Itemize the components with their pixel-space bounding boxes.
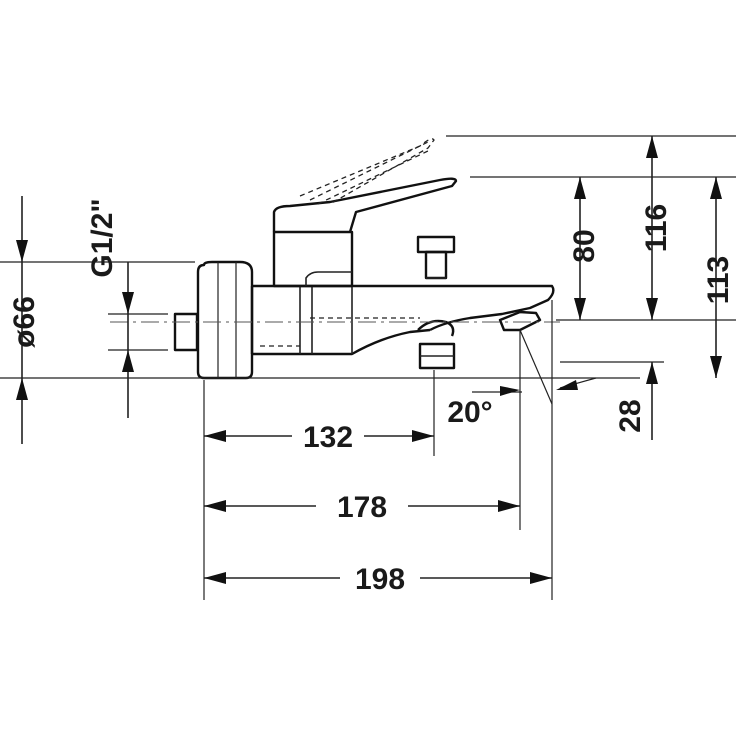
dimension-lines — [16, 136, 722, 584]
dimension-labels: ø66 G1/2" 80 116 113 28 20° 132 178 198 — [8, 198, 735, 596]
extension-lines — [0, 135, 736, 600]
label-113: 113 — [702, 256, 735, 304]
label-thread: G1/2" — [86, 198, 119, 277]
faucet-outline — [173, 138, 555, 380]
label-28: 28 — [614, 399, 647, 432]
label-198: 198 — [355, 563, 405, 596]
label-132: 132 — [303, 421, 353, 454]
label-116: 116 — [640, 204, 673, 252]
label-diameter: ø66 — [8, 296, 41, 348]
label-80: 80 — [568, 229, 601, 262]
label-angle: 20° — [447, 396, 492, 429]
label-178: 178 — [337, 491, 387, 524]
